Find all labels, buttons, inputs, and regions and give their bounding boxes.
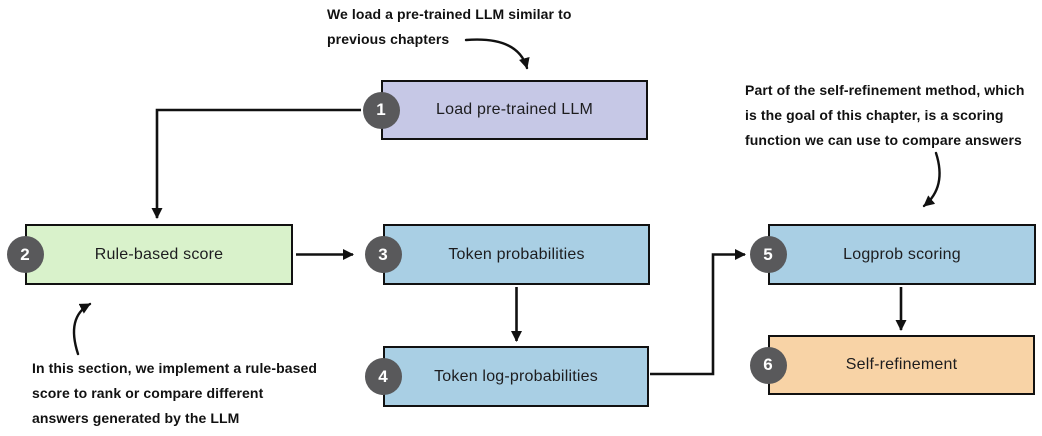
step-box-6: Self-refinement [768, 335, 1035, 395]
step-label: Token probabilities [448, 245, 585, 263]
step-number-badge-3: 3 [364, 236, 402, 273]
step-number-badge-2: 2 [6, 236, 44, 273]
annotation-top: We load a pre-trained LLM similar to pre… [327, 6, 572, 47]
step-box-1: Load pre-trained LLM [381, 80, 648, 140]
arrow-step4-to-step5 [650, 249, 746, 376]
annotation-bottom-left: In this section, we implement a rule-bas… [32, 360, 318, 426]
step-label: Rule-based score [94, 245, 224, 263]
step-label: Token log-probabilities [434, 367, 598, 385]
step-number: 1 [376, 100, 386, 119]
annotation-right: Part of the self-refinement method, whic… [745, 82, 1025, 148]
step-number-badge-5: 5 [749, 236, 787, 273]
step-number: 3 [378, 244, 388, 264]
step-box-5: Logprob scoring [768, 224, 1036, 285]
step-number: 5 [763, 244, 773, 264]
arrow-step1-to-step2 [151, 108, 361, 219]
step-box-2: Rule-based score [25, 224, 293, 285]
annotation-arrow-bottom-left [72, 302, 92, 356]
annotation-arrow-right [922, 151, 941, 208]
step-number-badge-6: 6 [749, 346, 787, 384]
step-number: 4 [378, 366, 388, 386]
step-number-badge-1: 1 [362, 91, 400, 129]
step-number: 2 [20, 244, 30, 264]
step-label: Logprob scoring [843, 245, 961, 263]
step-box-4: Token log-probabilities [383, 346, 649, 407]
step-label: Self-refinement [845, 356, 958, 373]
step-number: 6 [763, 355, 773, 374]
step-box-3: Token probabilities [383, 224, 650, 285]
step-number-badge-4: 4 [364, 358, 402, 395]
step-label: Load pre-trained LLM [436, 101, 593, 118]
